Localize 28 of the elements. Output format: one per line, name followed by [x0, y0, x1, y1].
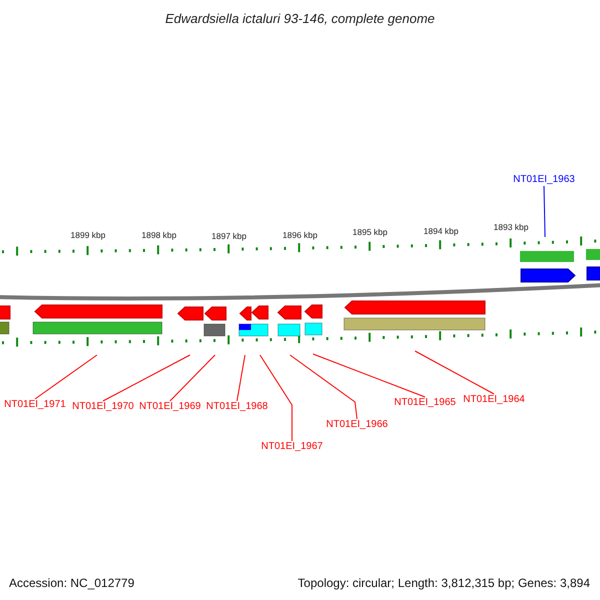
gene-label: NT01EI_1967	[261, 441, 323, 453]
gene-label: NT01EI_1963	[513, 174, 575, 186]
leader-line	[170, 354, 216, 402]
gene-label: NT01EI_1965	[394, 397, 456, 409]
leader-line	[102, 354, 190, 402]
leader-line	[290, 354, 358, 420]
leader-line	[236, 354, 246, 402]
genome-stats-text: Topology: circular; Length: 3,812,315 bp; Genes: 3,894	[298, 575, 590, 592]
scale-label: 1898 kbp	[142, 229, 176, 242]
leader-line	[544, 186, 546, 238]
scale-label: 1895 kbp	[352, 226, 388, 239]
scale-label: 1899 kbp	[70, 229, 106, 242]
scale-label: 1893 kbp	[494, 221, 528, 234]
leader-line	[34, 354, 98, 400]
gene-label: NT01EI_1969	[139, 401, 201, 413]
gene-label: NT01EI_1971	[4, 399, 66, 411]
scale-label: 1894 kbp	[424, 225, 458, 238]
chart-title: Edwardsiella ictaluri 93-146, complete genome	[165, 10, 435, 28]
gene-label: NT01EI_1970	[72, 401, 134, 413]
scale-label: 1896 kbp	[282, 229, 318, 242]
gene-label: NT01EI_1964	[463, 394, 525, 406]
gene-label: NT01EI_1968	[206, 401, 268, 413]
leader-line	[260, 354, 292, 442]
scale-label: 1897 kbp	[212, 230, 246, 243]
gene-label: NT01EI_1966	[326, 419, 388, 431]
leader-line	[312, 354, 426, 398]
leader-line	[414, 350, 494, 394]
accession-text: Accession: NC_012779	[9, 575, 134, 592]
